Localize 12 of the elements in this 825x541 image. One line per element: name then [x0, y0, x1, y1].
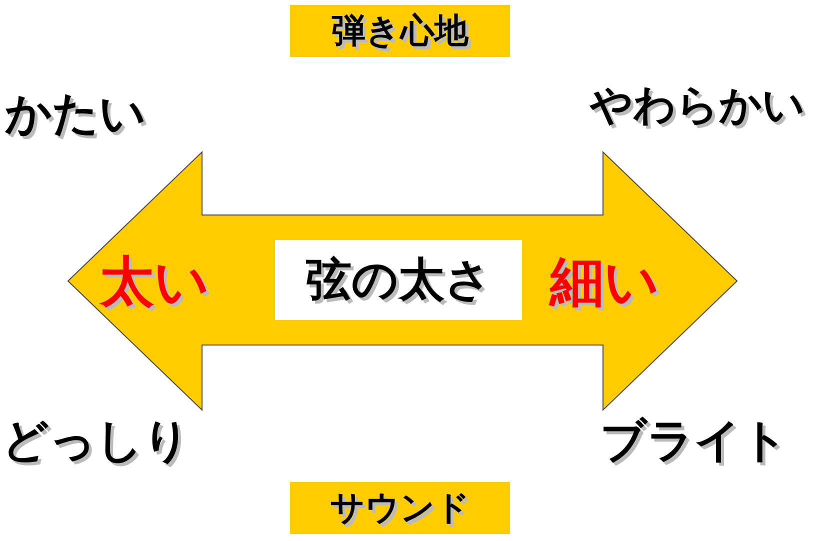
heading-tag [290, 5, 510, 57]
label-text: サウンド [330, 487, 470, 530]
label-text: 弦の太さ [306, 251, 492, 308]
side-label: ブライト [600, 415, 788, 466]
side-label: どっしり [2, 415, 190, 466]
center-label-box [275, 240, 522, 320]
arrow-end-label: 太い [100, 252, 209, 312]
side-label: かたい [5, 88, 146, 139]
arrow-end-label: 細い [550, 252, 659, 312]
label-text: 弾き心地 [332, 10, 468, 53]
heading-tag [290, 482, 510, 534]
side-label: やわらかい [590, 82, 805, 128]
